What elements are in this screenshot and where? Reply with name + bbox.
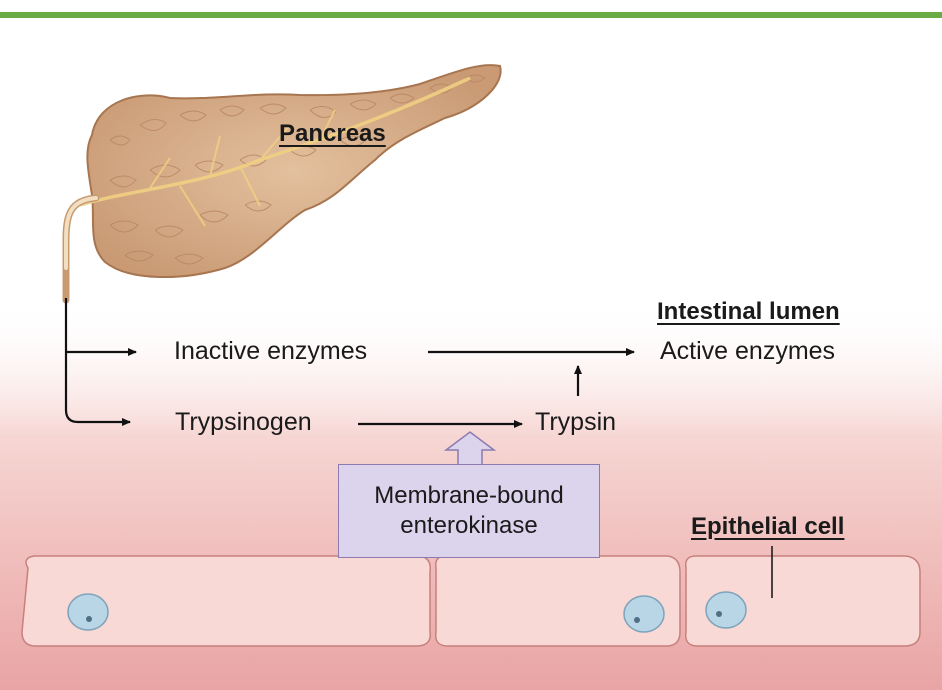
nucleus xyxy=(623,595,665,633)
epithelial-cell-1 xyxy=(21,555,432,647)
top-accent-line xyxy=(0,12,942,18)
epithelial-cell-label: Epithelial cell xyxy=(691,513,845,540)
top-accent-bar xyxy=(0,0,942,18)
enterokinase-box: Membrane-bound enterokinase xyxy=(338,464,600,558)
inactive-enzymes-label: Inactive enzymes xyxy=(174,337,368,365)
active-enzymes-label: Active enzymes xyxy=(660,337,836,365)
enterokinase-label-line2: enterokinase xyxy=(400,512,538,539)
epithelial-cell-3 xyxy=(684,555,921,647)
nucleus xyxy=(67,593,109,631)
pancreas-label: Pancreas xyxy=(279,120,386,147)
enterokinase-activation-arrow xyxy=(443,431,497,465)
trypsinogen-label: Trypsinogen xyxy=(175,408,312,436)
pancreas-illustration xyxy=(79,64,502,278)
intestinal-lumen-label: Intestinal lumen xyxy=(657,298,840,325)
trypsin-label: Trypsin xyxy=(535,408,617,436)
enterokinase-label-line1: Membrane-bound xyxy=(374,482,564,509)
nucleus xyxy=(705,591,747,629)
epithelial-cell-layer xyxy=(21,555,921,647)
duct-branch-line xyxy=(64,298,131,426)
